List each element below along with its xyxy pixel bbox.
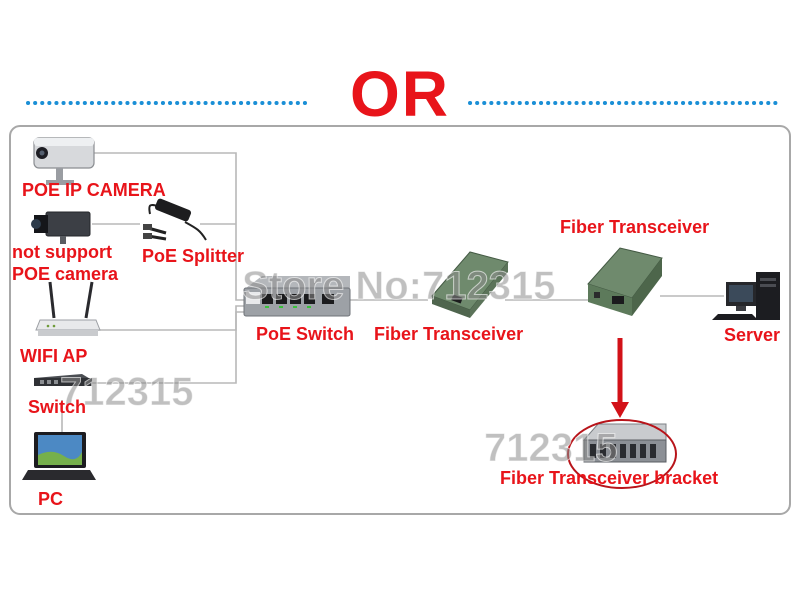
ip-camera-icon [33,137,95,185]
poe-switch-icon [243,276,351,317]
server-icon [712,272,780,320]
or-title: OR [350,58,450,130]
label-server: Server [724,325,781,345]
diagram-frame [9,125,791,515]
down-arrow [611,338,629,418]
label-poe-ip-camera: POE IP CAMERA [22,180,166,200]
box-camera-icon [31,211,91,244]
label-poe-switch: PoE Switch [256,324,355,344]
label-fiber-transceiver-2: Fiber Transceiver [560,217,710,237]
fiber-transceiver-icon [431,251,509,318]
fiber-transceiver-icon-2 [587,247,663,316]
label-not-support-line1: not support [12,242,112,262]
label-wifi-ap: WIFI AP [20,346,88,366]
label-fiber-bracket: Fiber Transceiver bracket [500,468,719,488]
connection-lines [61,152,724,432]
store-watermark: Store No:712315 [241,264,556,308]
poe-splitter-icon [143,198,207,241]
label-pc: PC [38,489,64,509]
bracket-highlight-ellipse [567,419,677,489]
bottom-watermark: 712315 [483,426,618,470]
laptop-icon [22,432,96,480]
wifi-ap-icon [35,281,101,336]
label-poe-splitter: PoE Splitter [142,246,245,266]
label-switch: Switch [28,397,87,417]
bracket-chassis-icon [582,423,667,463]
label-fiber-transceiver-1: Fiber Transceiver [374,324,524,344]
label-not-support-line2: POE camera [12,264,119,284]
left-watermark: 712315 [59,370,194,414]
network-switch-icon [34,374,92,386]
